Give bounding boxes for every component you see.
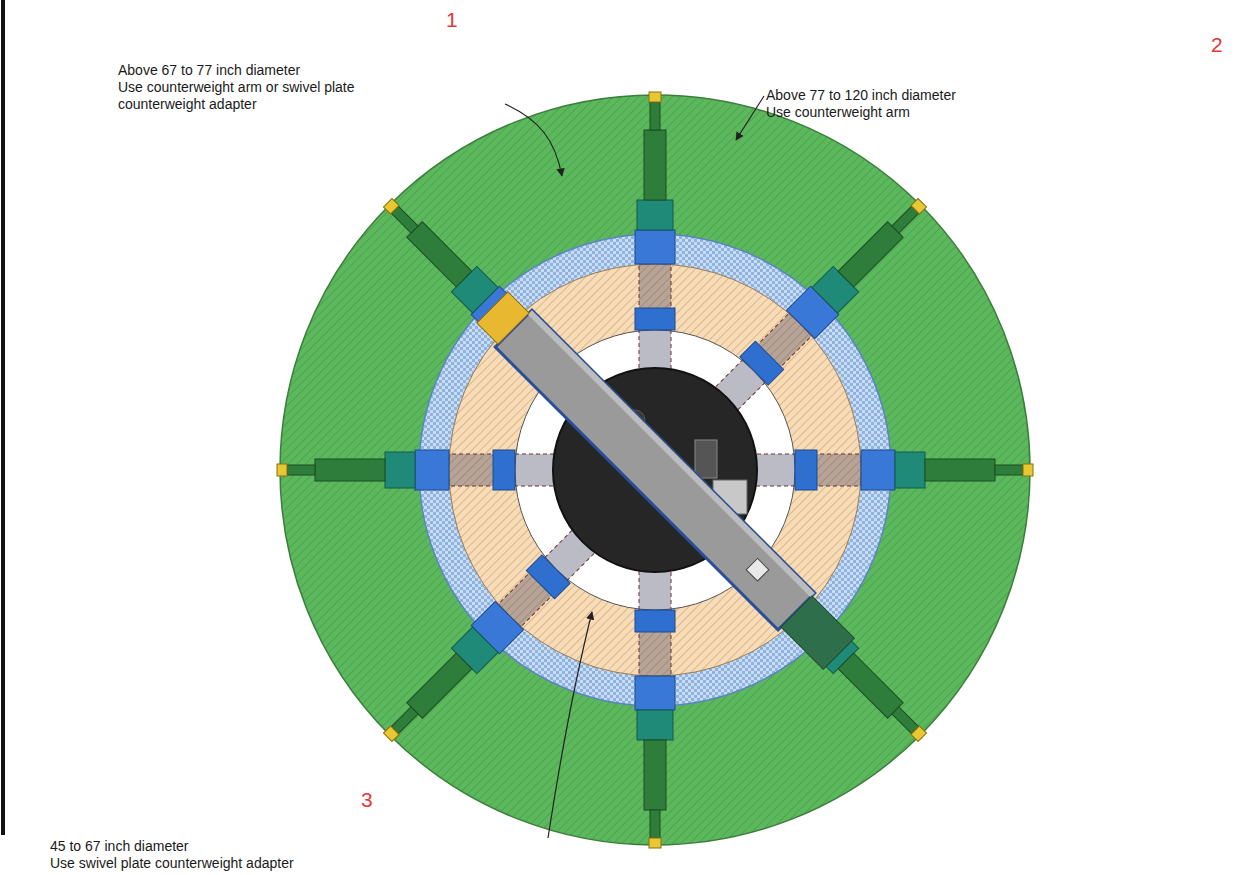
callout-text: Use counterweight arm or swivel plate co… [118,79,368,113]
callout-text: 45 to 67 inch diameter [50,838,189,855]
callout-number: 3 [361,788,373,812]
callout-text: Above 67 to 77 inch diameter [118,62,300,79]
counterweight-arm [708,189,936,417]
callout-text: Above 77 to 120 inch diameter [766,87,956,104]
counterweight-arm [750,450,1033,490]
callout-number: 2 [1211,33,1223,57]
callout-text: Use counterweight arm [766,104,910,121]
fixture-drawing [277,92,1033,848]
counterweight-arm [635,92,675,375]
page-border [1,0,5,835]
callout-text: Use swivel plate counterweight adapter [50,855,294,872]
counterweight-arm [635,565,675,848]
counterweight-arm [374,523,602,751]
counterweight-arm [277,450,560,490]
callout-number: 1 [446,8,458,32]
leader-lines [505,96,764,838]
